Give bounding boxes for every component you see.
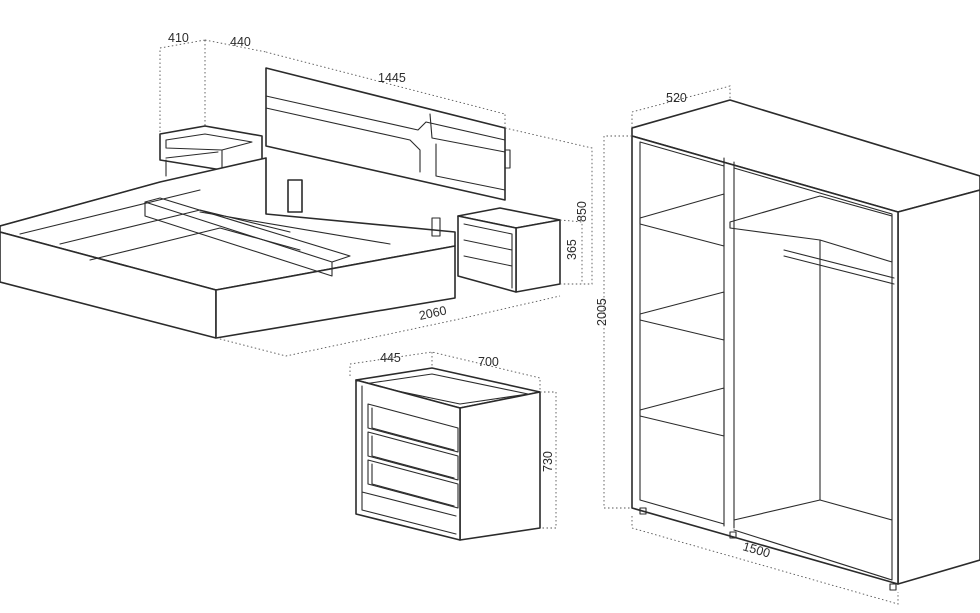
headboard-width-label: 1445 bbox=[378, 71, 406, 85]
wardrobe-drawing: 520 2005 1500 bbox=[595, 85, 980, 605]
bed-frame bbox=[0, 157, 456, 339]
bed-drawing: 410 440 1445 850 365 2060 bbox=[0, 31, 593, 357]
nightstand-height-label: 365 bbox=[565, 239, 579, 260]
chest-height-label: 730 bbox=[541, 451, 555, 472]
right-nightstand bbox=[457, 207, 561, 293]
wardrobe-depth-label: 520 bbox=[666, 91, 687, 105]
headboard bbox=[265, 67, 511, 201]
chest-width-label: 700 bbox=[478, 355, 499, 369]
chest-depth-label: 445 bbox=[380, 351, 401, 365]
chest-of-drawers-drawing: 445 700 730 bbox=[349, 351, 557, 541]
bed-dimension-lines bbox=[159, 39, 593, 357]
nightstand-depth-label: 410 bbox=[168, 31, 189, 45]
nightstand-width-label: 440 bbox=[230, 35, 251, 49]
wardrobe-height-label: 2005 bbox=[595, 298, 609, 326]
bed-length-label: 2060 bbox=[418, 303, 448, 322]
bed-height-label: 850 bbox=[575, 201, 589, 222]
